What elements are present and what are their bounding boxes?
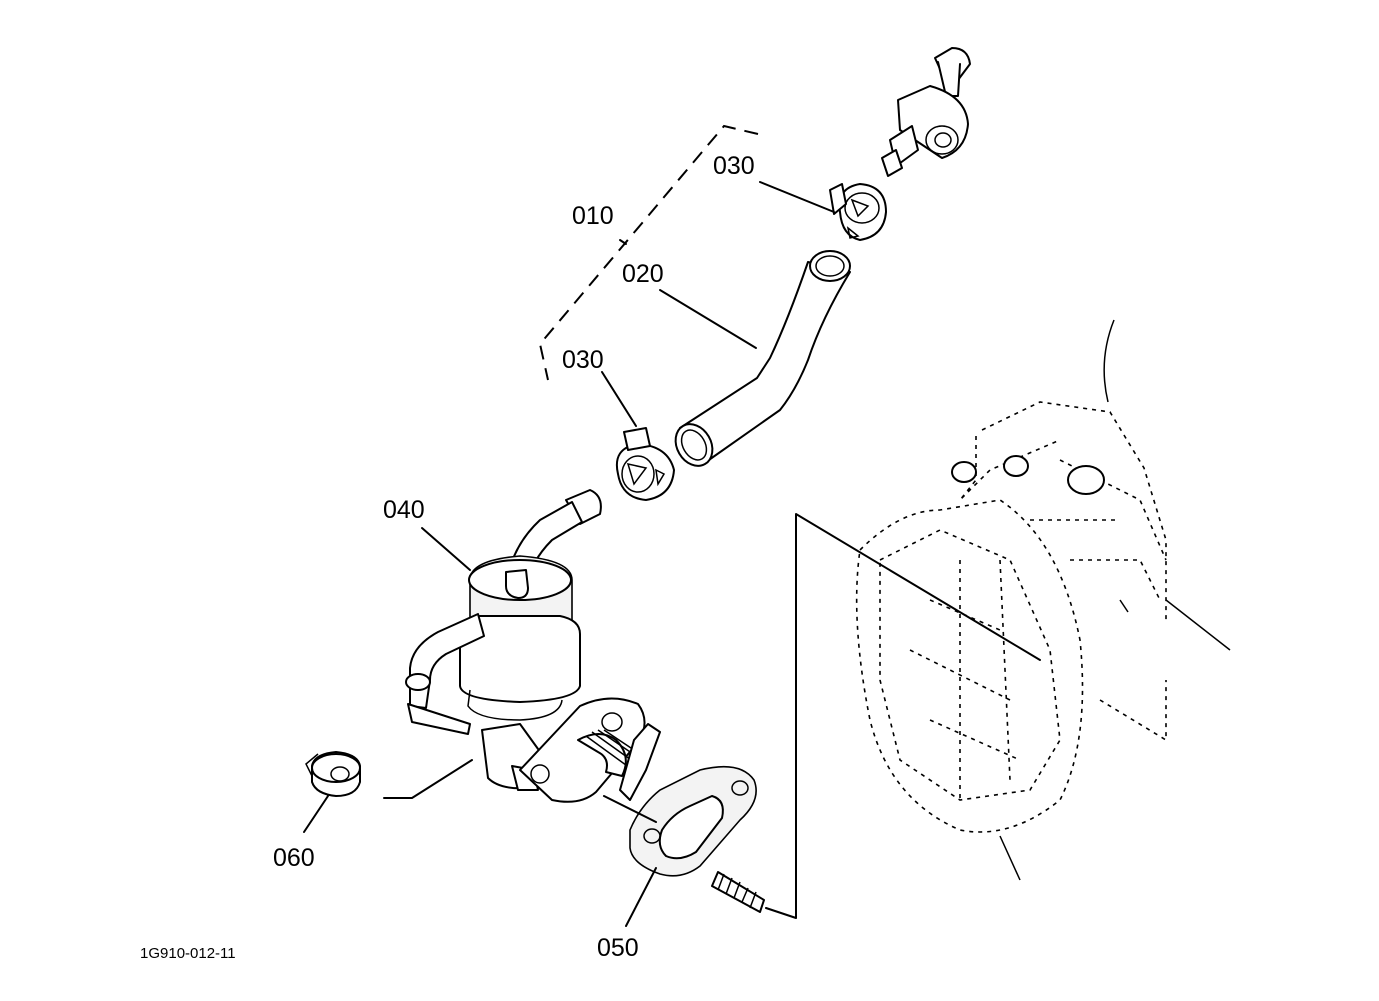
part-label-020: 020 xyxy=(622,260,664,288)
fuel-pump-assembly xyxy=(405,489,661,803)
part-label-040: 040 xyxy=(383,496,425,524)
mounting-reference-line xyxy=(765,513,1041,919)
part-label-050: 050 xyxy=(597,934,639,962)
part-label-010: 010 xyxy=(572,202,614,230)
part-label-060: 060 xyxy=(273,844,315,872)
gasket xyxy=(629,765,757,877)
stud-bolt xyxy=(711,871,765,913)
engine-block xyxy=(855,319,1231,881)
drawing-code: 1G910-012-11 xyxy=(140,945,236,962)
lower-hose-clamp xyxy=(616,427,675,501)
part-label-030-upper: 030 xyxy=(713,152,755,180)
flange-nut xyxy=(305,751,361,797)
upper-hose-clamp xyxy=(829,183,887,241)
fuel-pipe-fitting xyxy=(881,47,971,177)
part-label-030-lower: 030 xyxy=(562,346,604,374)
leader-lines xyxy=(303,181,835,927)
fuel-hose xyxy=(674,250,851,467)
